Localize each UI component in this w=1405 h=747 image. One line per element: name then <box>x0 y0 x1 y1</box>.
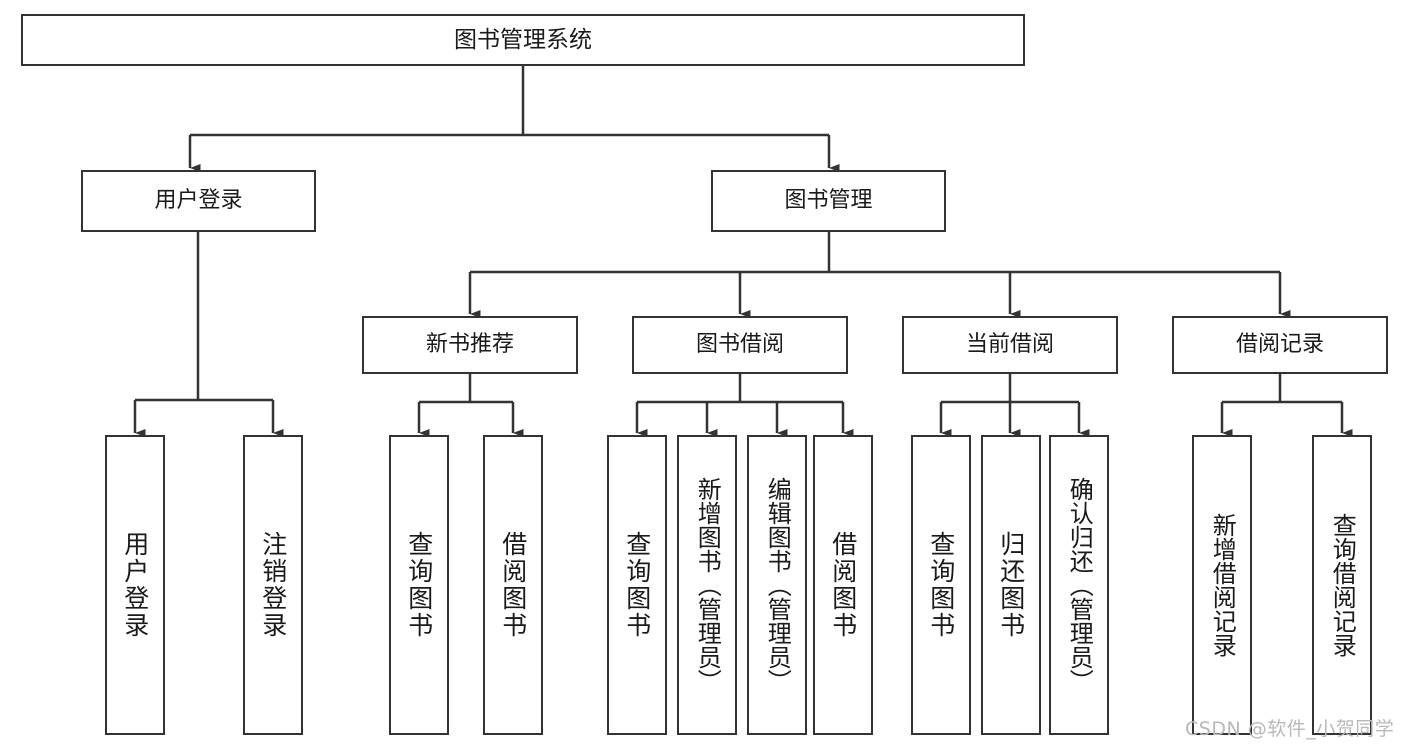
node-root-system[interactable]: 图书管理系统 <box>21 14 1025 66</box>
node-leaf-user-logout[interactable]: 注销登录 <box>243 435 303 735</box>
node-label: 借阅图书 <box>828 531 858 639</box>
node-label: 查询图书 <box>926 531 956 639</box>
node-label: 新增图书（管理员） <box>693 477 722 693</box>
node-label: 图书管理系统 <box>454 26 592 53</box>
node-label: 注销登录 <box>258 531 288 639</box>
node-label: 当前借阅 <box>965 332 1054 358</box>
node-leaf-borrow-book-1[interactable]: 借阅图书 <box>483 435 543 735</box>
node-label: 查询图书 <box>404 531 434 639</box>
node-leaf-query-record[interactable]: 查询借阅记录 <box>1312 435 1372 735</box>
node-label: 用户登录 <box>120 531 150 639</box>
node-leaf-return-book[interactable]: 归还图书 <box>981 435 1041 735</box>
node-current-borrow[interactable]: 当前借阅 <box>902 316 1118 374</box>
node-leaf-add-book[interactable]: 新增图书（管理员） <box>677 435 737 735</box>
node-new-book-rec[interactable]: 新书推荐 <box>362 316 578 374</box>
csdn-watermark: CSDN @软件_小贺同学 <box>1185 718 1395 740</box>
node-label: 归还图书 <box>996 531 1026 639</box>
node-leaf-add-record[interactable]: 新增借阅记录 <box>1192 435 1252 735</box>
node-borrow-record[interactable]: 借阅记录 <box>1172 316 1388 374</box>
node-label: 新书推荐 <box>425 332 514 358</box>
node-label: 查询图书 <box>622 531 652 639</box>
node-leaf-borrow-book-2[interactable]: 借阅图书 <box>813 435 873 735</box>
node-leaf-edit-book[interactable]: 编辑图书（管理员） <box>747 435 807 735</box>
node-book-borrow[interactable]: 图书借阅 <box>632 316 848 374</box>
node-label: 借阅图书 <box>498 531 528 639</box>
node-label: 新增借阅记录 <box>1208 513 1237 657</box>
node-leaf-query-book-2[interactable]: 查询图书 <box>607 435 667 735</box>
node-label: 确认归还（管理员） <box>1065 477 1094 693</box>
node-leaf-confirm-return[interactable]: 确认归还（管理员） <box>1049 435 1109 735</box>
node-label: 图书借阅 <box>695 332 784 358</box>
node-leaf-query-book-1[interactable]: 查询图书 <box>389 435 449 735</box>
node-label: 借阅记录 <box>1235 332 1324 358</box>
node-label: 编辑图书（管理员） <box>763 477 792 693</box>
node-label: 查询借阅记录 <box>1328 513 1357 657</box>
node-leaf-user-login[interactable]: 用户登录 <box>105 435 165 735</box>
node-leaf-query-book-3[interactable]: 查询图书 <box>911 435 971 735</box>
node-label: 图书管理 <box>784 188 873 214</box>
node-user-login[interactable]: 用户登录 <box>81 170 316 232</box>
node-label: 用户登录 <box>154 188 243 214</box>
node-book-manage[interactable]: 图书管理 <box>711 170 946 232</box>
